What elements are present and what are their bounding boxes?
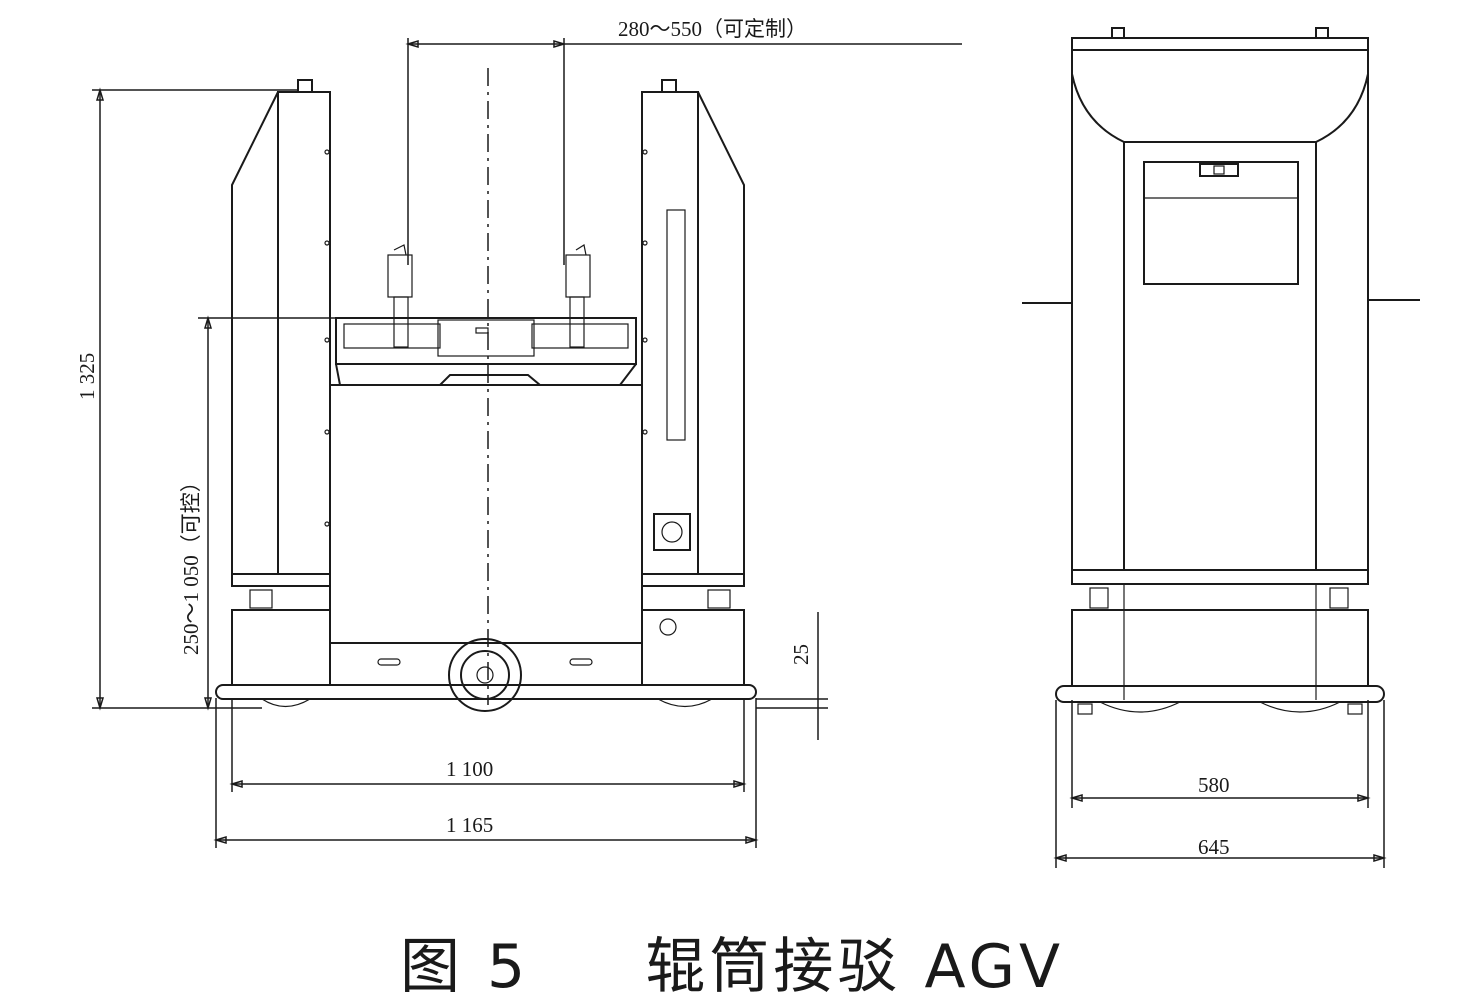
dim-total-height: 1 325 [75, 353, 99, 400]
dim-ground-clearance: 25 [789, 644, 813, 665]
figure-caption: 图 5 辊筒接驳 AGV [0, 918, 1464, 1005]
dim-inner-width-side: 580 [1198, 773, 1230, 797]
figure-number: 图 5 [399, 932, 530, 1002]
front-dimensions [92, 38, 962, 848]
dim-lift-height: 250～1 050（可控） [179, 471, 203, 655]
dim-inner-width-front: 1 100 [446, 757, 493, 781]
dim-outer-width-side: 645 [1198, 835, 1230, 859]
front-view [215, 68, 757, 712]
dim-outer-width-front: 1 165 [446, 813, 493, 837]
side-view [1022, 27, 1420, 715]
side-dimensions [1053, 700, 1387, 868]
figure-title: 辊筒接驳 AGV [645, 932, 1064, 1002]
dim-roller-spacing: 280～550（可定制） [618, 17, 807, 41]
